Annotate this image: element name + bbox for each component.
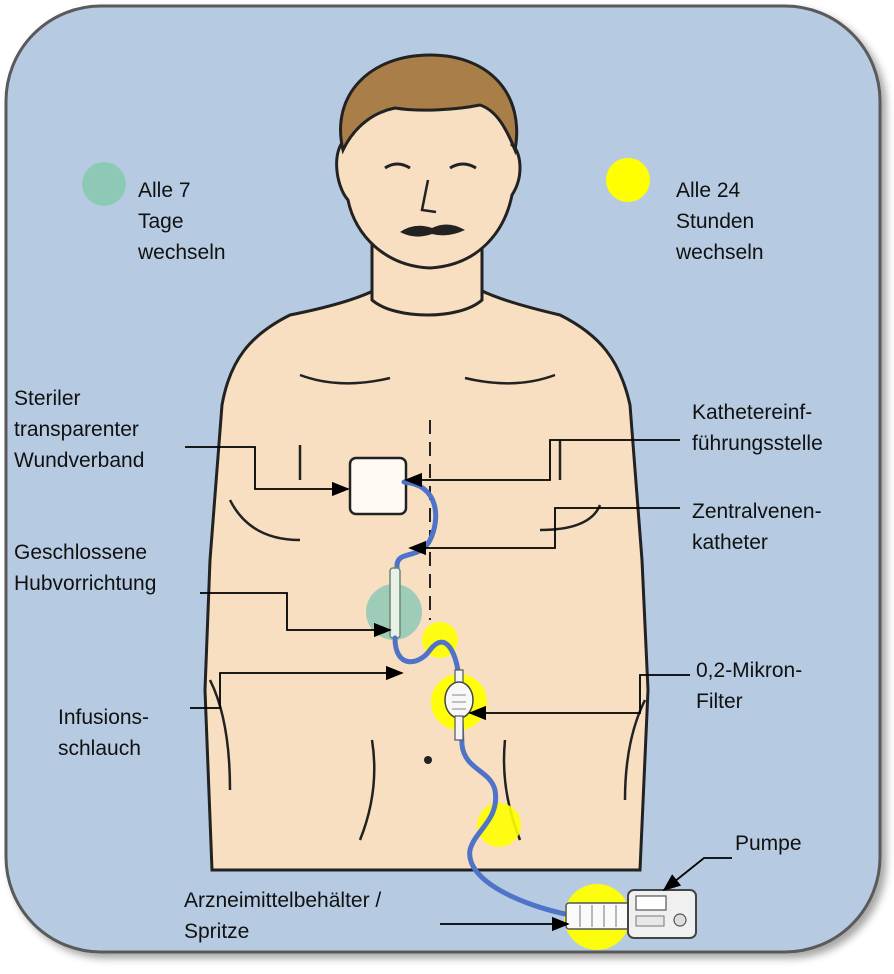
label-container-line-2: Spritze [184,916,381,947]
label-filter: 0,2-Mikron- Filter [696,655,802,717]
label-infusion-tube: Infusions- schlauch [58,702,149,764]
label-dressing-line-3: Wundverband [14,445,144,476]
legend-weekly-text: Alle 7 Tage wechseln [138,175,226,268]
legend-daily-text: Alle 24 Stunden wechseln [676,175,764,268]
label-closed-hub: Geschlossene Hubvorrichtung [14,537,156,599]
label-infusion-tube-line-1: Infusions- [58,702,149,733]
label-cvc: Zentralvenen- katheter [692,496,822,558]
label-cvc-line-1: Zentralvenen- [692,496,822,527]
label-closed-hub-line-2: Hubvorrichtung [14,568,156,599]
torso [205,255,648,870]
label-dressing-line-1: Steriler [14,383,144,414]
label-closed-hub-line-1: Geschlossene [14,537,156,568]
label-filter-line-2: Filter [696,686,802,717]
legend-weekly-dot [82,162,126,206]
legend-daily-line-2: Stunden [676,206,764,237]
label-dressing: Steriler transparenter Wundverband [14,383,144,476]
label-cvc-line-2: katheter [692,527,822,558]
label-pump-line-1: Pumpe [735,828,802,859]
wound-dressing [350,458,406,514]
label-container: Arzneimittelbehälter / Spritze [184,885,381,947]
legend-weekly-line-3: wechseln [138,237,226,268]
label-infusion-tube-line-2: schlauch [58,733,149,764]
legend-weekly-line-2: Tage [138,206,226,237]
legend-daily-dot [606,158,650,202]
label-insertion-site-line-2: führungsstelle [692,428,823,459]
legend-weekly-line-1: Alle 7 [138,175,226,206]
label-dressing-line-2: transparenter [14,414,144,445]
legend-daily-line-1: Alle 24 [676,175,764,206]
infusion-pump [628,890,696,938]
label-filter-line-1: 0,2-Mikron- [696,655,802,686]
legend-daily-line-3: wechseln [676,237,764,268]
label-insertion-site: Kathetereinf- führungsstelle [692,397,823,459]
label-container-line-1: Arzneimittelbehälter / [184,885,381,916]
hub-connector [390,568,400,638]
label-pump: Pumpe [735,828,802,859]
label-insertion-site-line-1: Kathetereinf- [692,397,823,428]
navel [424,756,432,764]
